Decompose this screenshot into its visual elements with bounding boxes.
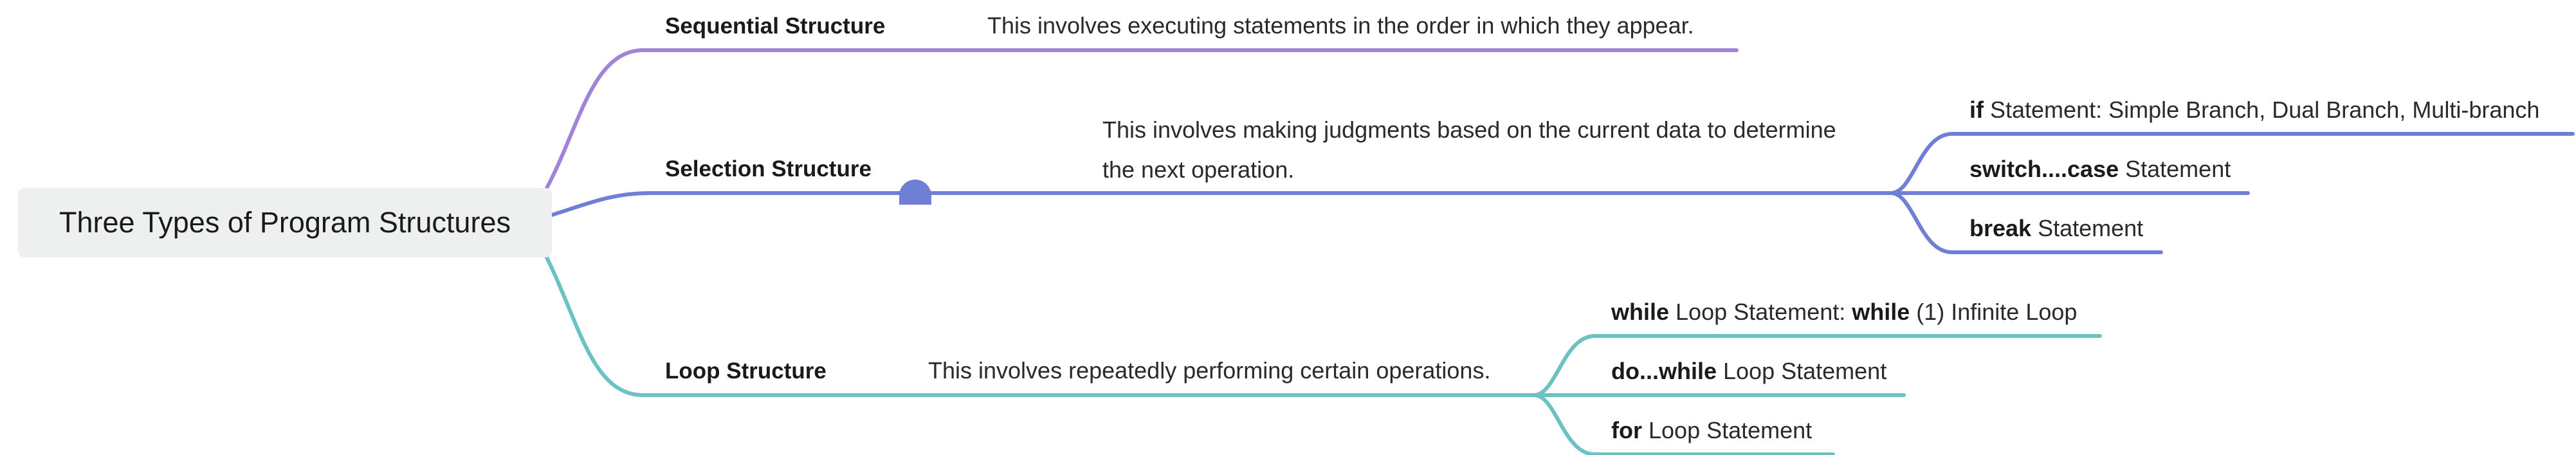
item-text: Statement xyxy=(2031,215,2144,241)
item-text: Loop Statement xyxy=(1717,358,1887,384)
description-text: This involves making judgments based on … xyxy=(1102,116,1836,183)
loop-item-dowhile[interactable]: do...while Loop Statement xyxy=(1611,357,1886,387)
root-topic-label: Three Types of Program Structures xyxy=(59,206,511,239)
branch-label: Selection Structure xyxy=(665,156,872,181)
item-text: Statement: Simple Branch, Dual Branch, M… xyxy=(1984,97,2540,123)
selection-child-connector-break xyxy=(1889,191,2163,254)
loop-connector xyxy=(545,255,1536,397)
selection-item-break[interactable]: break Statement xyxy=(1969,214,2143,244)
selection-connector xyxy=(550,191,1893,217)
keyword: break xyxy=(1969,215,2032,241)
loop-description[interactable]: This involves repeatedly performing cert… xyxy=(928,356,1490,386)
description-text: This involves repeatedly performing cert… xyxy=(928,357,1491,384)
branch-label: Loop Structure xyxy=(665,358,827,384)
branch-loop-structure[interactable]: Loop Structure xyxy=(665,357,827,386)
root-topic[interactable]: Three Types of Program Structures xyxy=(18,188,552,257)
item-text: Loop Statement: xyxy=(1669,299,1852,325)
collapse-toggle[interactable] xyxy=(899,180,931,205)
selection-item-switch[interactable]: switch....case Statement xyxy=(1969,154,2231,185)
loop-child-connector-for xyxy=(1532,393,1835,455)
keyword: while xyxy=(1611,299,1670,325)
keyword: if xyxy=(1969,97,1984,123)
loop-child-connector-while xyxy=(1532,334,2102,397)
item-text: Loop Statement xyxy=(1642,417,1813,443)
keyword: for xyxy=(1611,417,1642,443)
item-text-2: (1) Infinite Loop xyxy=(1910,299,2078,325)
description-text: This involves executing statements in th… xyxy=(987,12,1694,39)
loop-item-while[interactable]: while Loop Statement: while (1) Infinite… xyxy=(1611,297,2077,328)
keyword-2: while xyxy=(1852,299,1910,325)
branch-selection-structure[interactable]: Selection Structure xyxy=(665,154,872,184)
branch-label: Sequential Structure xyxy=(665,14,886,39)
selection-item-if[interactable]: if Statement: Simple Branch, Dual Branch… xyxy=(1969,95,2539,125)
sequential-description[interactable]: This involves executing statements in th… xyxy=(987,11,1694,41)
item-text: Statement xyxy=(2119,156,2231,182)
sequential-connector xyxy=(545,48,1739,190)
selection-description[interactable]: This involves making judgments based on … xyxy=(1102,110,1874,190)
keyword: do...while xyxy=(1611,358,1717,384)
branch-sequential-structure[interactable]: Sequential Structure xyxy=(665,12,885,41)
loop-item-for[interactable]: for Loop Statement xyxy=(1611,416,1812,446)
keyword: switch....case xyxy=(1969,156,2119,182)
selection-child-connector-if xyxy=(1889,132,2575,195)
